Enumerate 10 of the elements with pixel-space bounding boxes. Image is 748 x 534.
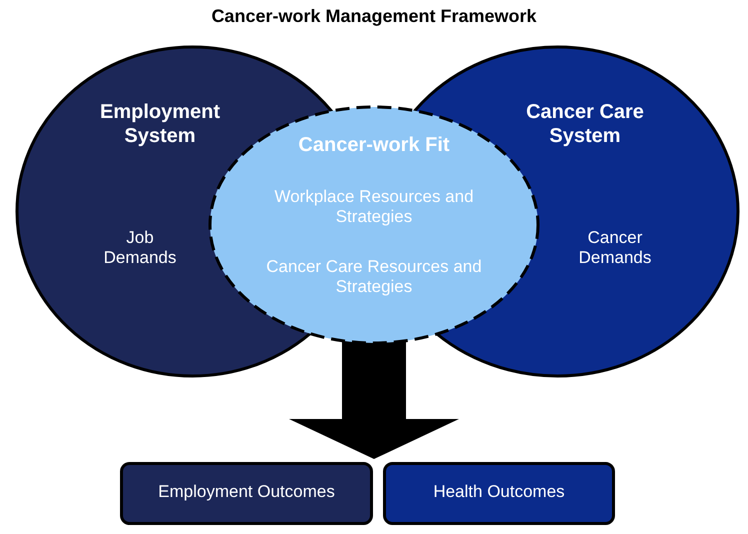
body-text: Cancer Care Resources and Strategies xyxy=(265,257,483,298)
heading: Cancer-work Fit xyxy=(297,133,451,157)
body-text: Employment Outcomes xyxy=(157,482,336,502)
body-text: Cancer Demands xyxy=(578,228,652,269)
heading: Cancer Care System xyxy=(525,100,645,148)
body-text: Health Outcomes xyxy=(432,482,566,502)
body-text: Workplace Resources and Strategies xyxy=(273,187,475,228)
body-text: Job Demands xyxy=(102,228,178,269)
heading: Employment System xyxy=(98,100,222,148)
diagram-title: Cancer-work Management Framework xyxy=(210,6,538,27)
